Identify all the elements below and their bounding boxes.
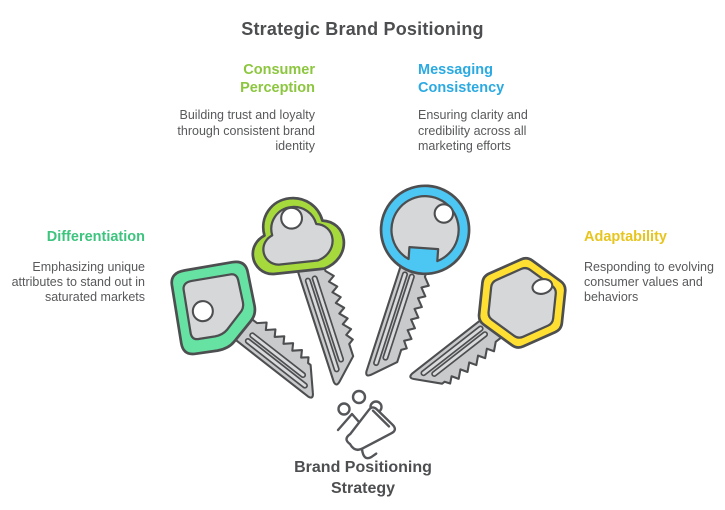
center-label-line1: Brand Positioning bbox=[294, 459, 432, 476]
item-description-consumer-perception: Building trust and loyalty through consi… bbox=[177, 108, 315, 153]
page-title: Strategic Brand Positioning bbox=[241, 19, 484, 39]
dot-icon bbox=[351, 389, 367, 405]
dot-icon bbox=[337, 402, 351, 416]
item-heading-differentiation: Differentiation bbox=[46, 229, 145, 245]
item-description-differentiation: Emphasizing unique attributes to stand o… bbox=[11, 259, 145, 305]
key-adaptability bbox=[408, 256, 567, 403]
megaphone-handle bbox=[360, 447, 378, 460]
key-consumer-perception bbox=[251, 196, 368, 387]
item-differentiation: Differentiation Emphasizing unique attri… bbox=[3, 229, 145, 305]
item-heading-messaging-consistency: Messaging Consistency bbox=[418, 62, 505, 96]
key-hole bbox=[531, 278, 554, 295]
key-differentiation bbox=[170, 260, 333, 400]
center-label-line2: Strategy bbox=[330, 480, 396, 498]
megaphone-icon bbox=[336, 389, 397, 460]
key-hole bbox=[280, 206, 304, 230]
item-description-messaging-consistency: Ensuring clarity and credibility across … bbox=[418, 108, 528, 153]
megaphone-mouth-line bbox=[371, 409, 391, 428]
megaphone-horn bbox=[345, 406, 397, 451]
item-adaptability: Adaptability Responding to evolving cons… bbox=[584, 229, 722, 305]
key-head-inner bbox=[182, 273, 245, 341]
item-heading-adaptability: Adaptability bbox=[584, 229, 667, 245]
key-hole bbox=[433, 203, 455, 224]
item-messaging-consistency: Messaging Consistency Ensuring clarity a… bbox=[418, 62, 578, 154]
item-description-adaptability: Responding to evolving consumer values a… bbox=[584, 259, 714, 305]
key-hole bbox=[191, 300, 214, 323]
key-messaging-consistency bbox=[364, 184, 471, 386]
item-consumer-perception: Consumer Perception Building trust and l… bbox=[163, 62, 315, 154]
center-label: Brand Positioning Strategy bbox=[263, 457, 463, 500]
item-heading-consumer-perception: Consumer Perception bbox=[240, 62, 315, 96]
